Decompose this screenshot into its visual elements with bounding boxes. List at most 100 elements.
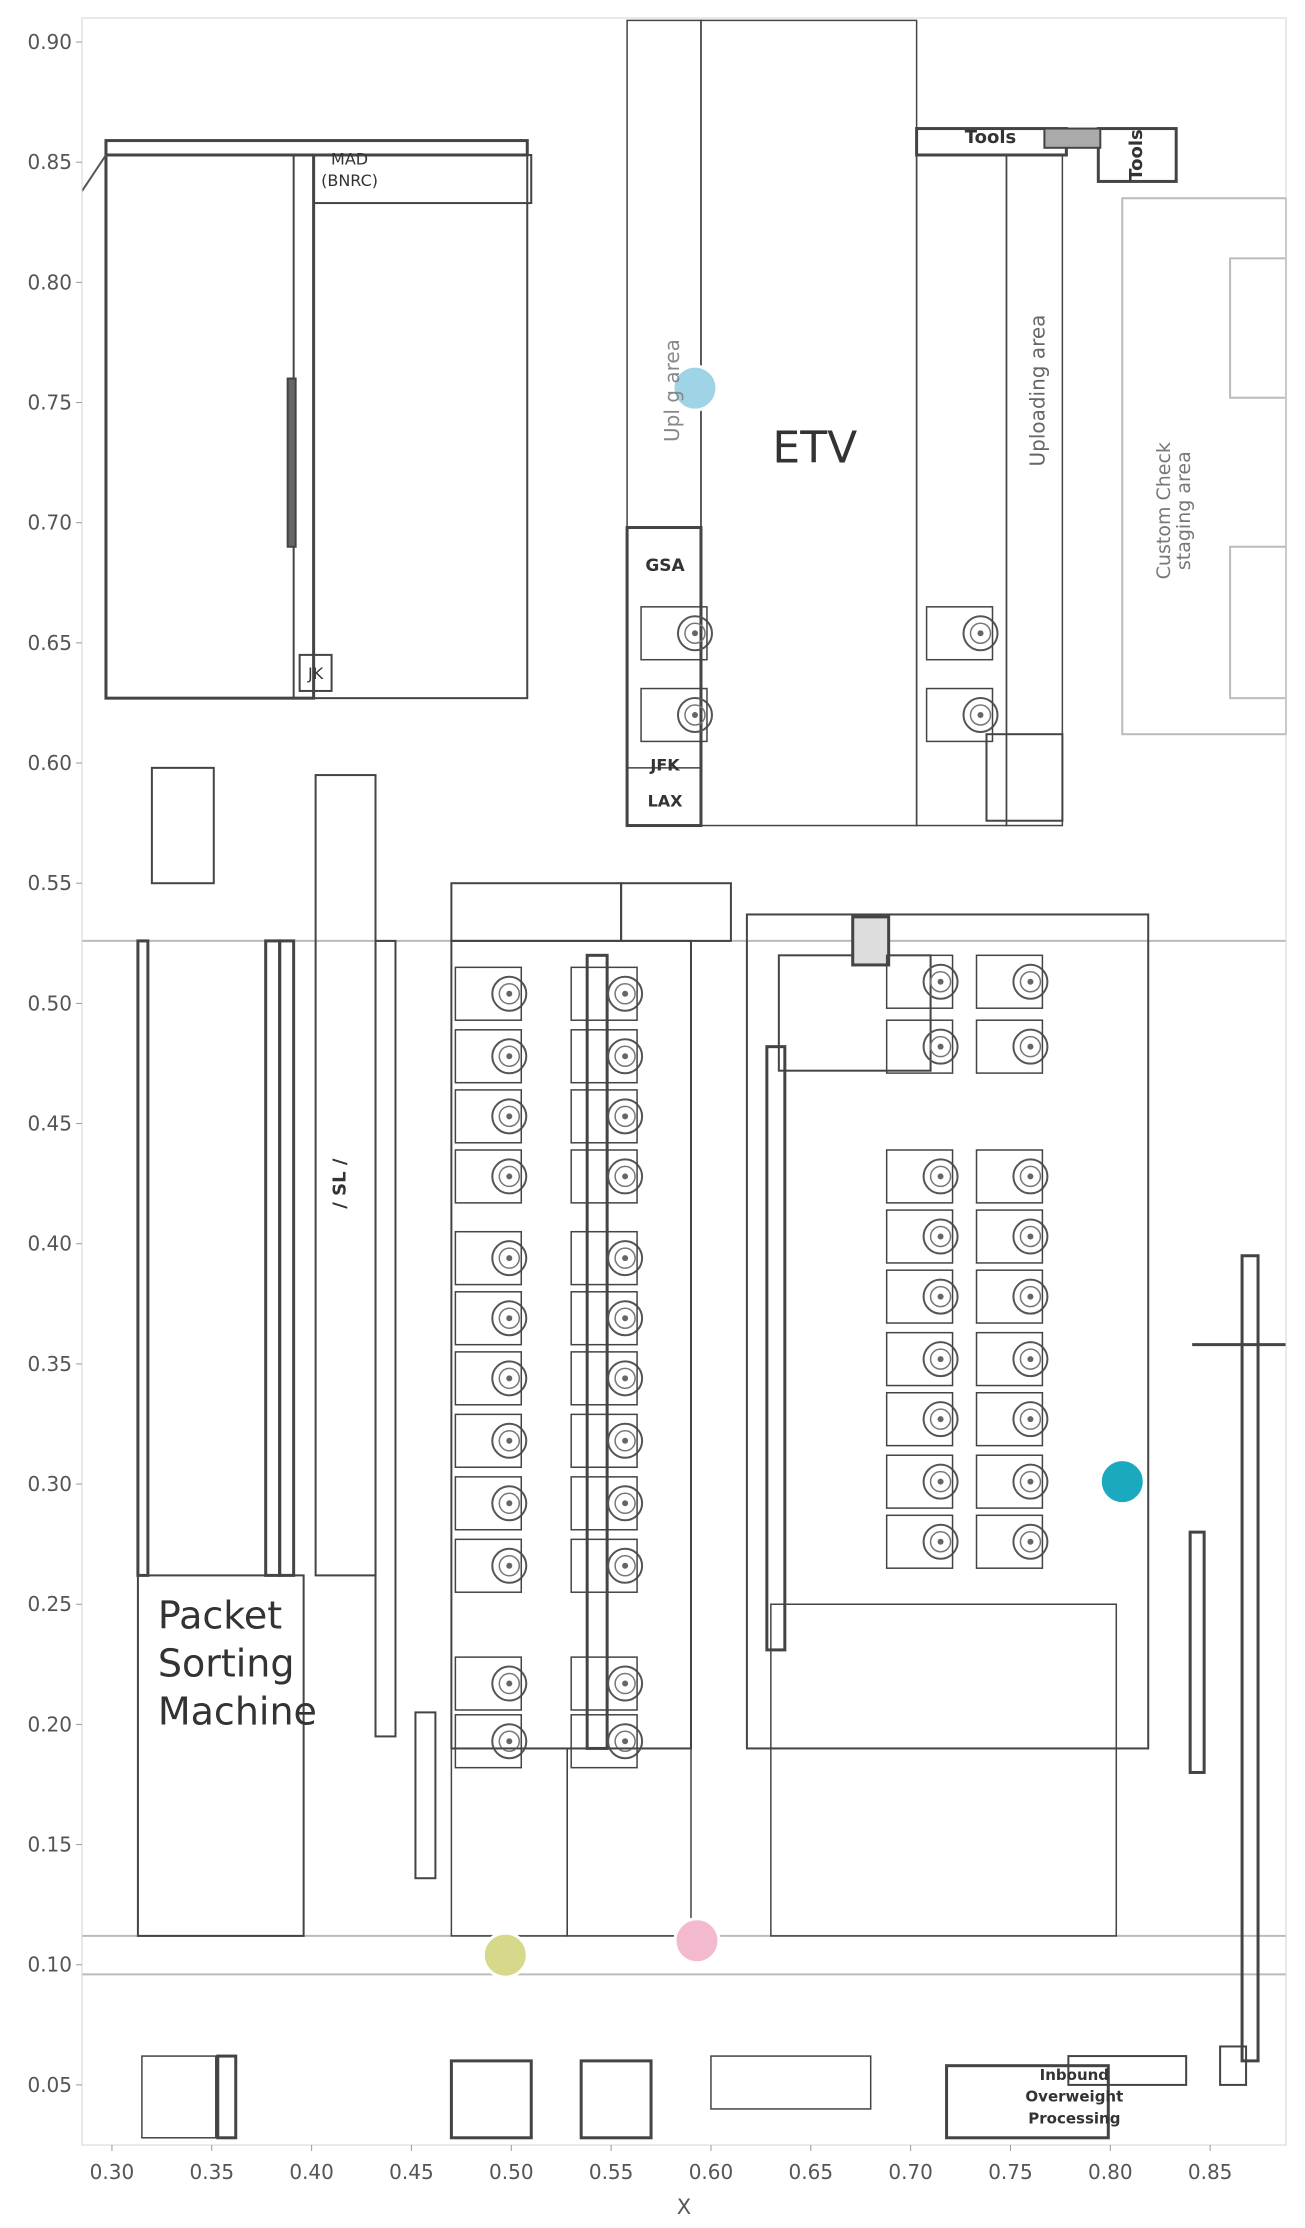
room-top-left [292,153,529,700]
workstation-wheel [922,1028,959,1065]
label-lax: LAX [648,791,684,810]
workstation [491,1723,528,1760]
workstation-wheel [929,1530,952,1553]
workstation-desk [454,966,523,1021]
label-custom-check: staging area [1173,451,1195,570]
room-mad [312,153,533,205]
workstation-wheel [977,711,984,718]
rack [264,939,282,1577]
workstation-wheel [962,696,999,733]
workstation-wheel [614,1430,636,1452]
workstation-wheel [1027,1173,1034,1180]
room-stations-right [745,913,1150,1750]
workstation-wheel [614,1247,636,1269]
workstation [491,1360,528,1397]
y-tick-label: 0.90 [27,30,72,54]
workstation-desk [975,1331,1044,1387]
room-jk [298,653,333,692]
workstation-wheel [922,1278,959,1315]
workstation-desk [454,1291,523,1346]
workstation-desk [454,1538,523,1593]
y-tick-label: 0.85 [27,150,72,174]
workstation-wheel [962,615,999,652]
workstation-wheel [937,978,944,985]
workstation-wheel [1019,1035,1042,1058]
workstation [922,1218,959,1255]
workstation-wheel [614,1555,636,1577]
workstation-wheel [1027,1233,1034,1240]
workstation-wheel [607,975,644,1012]
workstation-wheel [622,1113,629,1120]
workstation-desk [454,1230,523,1286]
workstation-wheel [1012,1401,1049,1438]
workstation-desk [454,1413,523,1468]
workstation-wheel [506,1437,513,1444]
label-packet-sorting: Packet [158,1593,282,1637]
workstation-wheel [607,1665,644,1702]
workstation [1012,963,1049,1000]
workstation-wheel [929,1470,952,1493]
workstation-wheel [1012,963,1049,1000]
x-tick-label: 0.75 [988,2160,1033,2184]
label-tools: Tools [1126,129,1147,181]
workstation-wheel [684,622,706,645]
data-point-1 [671,364,719,412]
y-tick-label: 0.50 [27,991,72,1015]
workstation-wheel [498,1430,521,1452]
workstation [1012,1401,1049,1438]
workstation-desk [454,1089,523,1144]
workstation-wheel [607,1422,644,1459]
rack [374,939,397,1738]
workstation-wheel [922,1218,959,1255]
workstation-wheel [1027,1293,1034,1300]
workstation-desk [975,1149,1044,1204]
workstation-wheel [491,1158,528,1195]
workstation-desk [454,1714,523,1769]
workstation [491,1485,528,1522]
workstation-wheel [1027,1043,1034,1050]
workstation-desk [570,1089,638,1144]
label-uploading-area: Uploading area [1025,315,1049,467]
hatched-block [851,915,891,967]
x-tick-label: 0.35 [190,2160,235,2184]
tools-bar [1043,127,1102,149]
workstation-wheel [614,1307,636,1329]
workstation-wheel [937,1173,944,1180]
workstation-desk [975,1019,1044,1074]
rack [278,939,296,1577]
workstation-wheel [491,1038,528,1075]
workstation-wheel [1027,1478,1034,1485]
workstation-wheel [506,1375,513,1382]
workstation-wheel [498,1367,521,1390]
room-custom-check [1229,545,1288,700]
workstation-wheel [929,1285,952,1308]
y-tick-label: 0.35 [27,1352,72,1376]
workstation-desk [454,1149,523,1204]
workstation [491,1038,528,1075]
workstation-wheel [937,1478,944,1485]
workstation-desk [570,1714,638,1769]
conveyor [1240,1254,1260,2063]
label-inbound: Processing [1028,2109,1120,2127]
workstation-desk [570,1230,638,1286]
workstation-wheel [929,1165,952,1188]
floorplan-background [81,19,1288,2140]
workstation-wheel [491,1547,528,1584]
workstation-wheel [937,1416,944,1423]
workstation-wheel [937,1293,944,1300]
workstation [607,1360,644,1397]
x-tick-label: 0.70 [888,2160,933,2184]
workstation-wheel [622,990,629,997]
workstation-desk [975,1454,1044,1509]
y-tick-label: 0.65 [27,631,72,655]
data-point-2 [1098,1458,1146,1506]
workstation-desk [975,1391,1044,1447]
workstation [607,1665,644,1702]
room-uploading-right [1005,154,1064,827]
workstation-wheel [1019,1470,1042,1493]
y-tick-label: 0.30 [27,1472,72,1496]
rack [414,1711,437,1880]
workstation [962,696,999,733]
workstation-wheel [506,1113,513,1120]
